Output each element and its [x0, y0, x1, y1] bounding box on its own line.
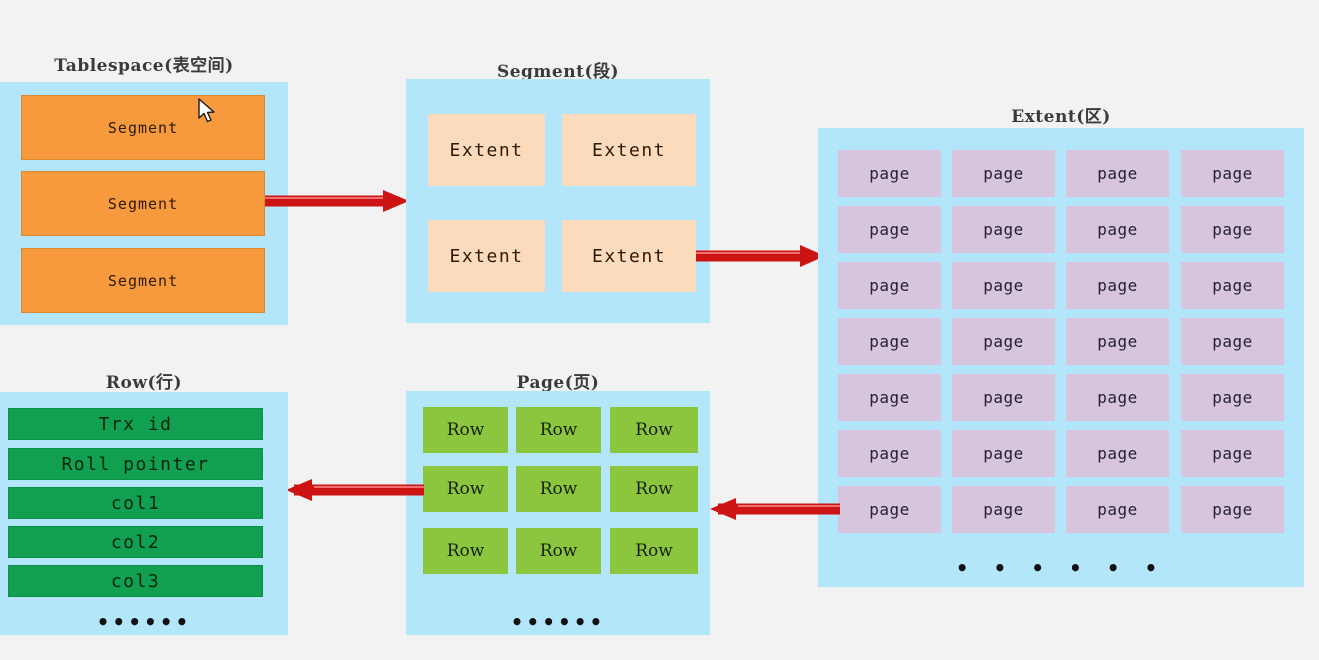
row-field-col3[interactable]: col3: [8, 565, 263, 597]
segment-extent-1[interactable]: Extent: [428, 114, 545, 186]
row-field-col1[interactable]: col1: [8, 487, 263, 519]
extent-page-cell[interactable]: page: [952, 374, 1055, 421]
tablespace-segment-1[interactable]: Segment: [21, 95, 265, 160]
extent-page-cell[interactable]: page: [1181, 430, 1284, 477]
segment-extent-3[interactable]: Extent: [428, 220, 545, 292]
extent-page-cell[interactable]: page: [952, 150, 1055, 197]
extent-page-cell[interactable]: page: [1066, 486, 1169, 533]
tablespace-segment-2[interactable]: Segment: [21, 171, 265, 236]
extent-page-cell[interactable]: page: [952, 262, 1055, 309]
extent-page-cell[interactable]: page: [1066, 150, 1169, 197]
page-row-cell[interactable]: Row: [610, 466, 698, 512]
segment-title: Segment(段): [496, 62, 620, 82]
extent-title: Extent(区): [1011, 107, 1111, 127]
extent-page-cell[interactable]: page: [1181, 374, 1284, 421]
extent-page-cell[interactable]: page: [952, 318, 1055, 365]
page-ellipsis: ••••••: [510, 610, 606, 634]
arrow-tablespace-to-segment: [265, 190, 409, 212]
page-row-cell[interactable]: Row: [516, 466, 601, 512]
extent-page-cell[interactable]: page: [838, 318, 941, 365]
extent-page-cell[interactable]: page: [838, 374, 941, 421]
extent-page-cell[interactable]: page: [838, 430, 941, 477]
row-title: Row(行): [105, 373, 183, 393]
extent-page-cell[interactable]: page: [952, 430, 1055, 477]
row-field-roll-pointer[interactable]: Roll pointer: [8, 448, 263, 480]
tablespace-segment-3[interactable]: Segment: [21, 248, 265, 313]
page-row-cell[interactable]: Row: [423, 407, 508, 453]
page-row-cell[interactable]: Row: [516, 407, 601, 453]
extent-page-cell[interactable]: page: [1181, 206, 1284, 253]
extent-page-cell[interactable]: page: [952, 206, 1055, 253]
extent-page-cell[interactable]: page: [1181, 318, 1284, 365]
row-ellipsis: ••••••: [96, 610, 192, 634]
page-row-cell[interactable]: Row: [423, 466, 508, 512]
tablespace-title: Tablespace(表空间): [54, 56, 234, 76]
extent-page-cell[interactable]: page: [838, 206, 941, 253]
extent-page-cell[interactable]: page: [838, 486, 941, 533]
row-field-trx-id[interactable]: Trx id: [8, 408, 263, 440]
extent-page-cell[interactable]: page: [1066, 206, 1169, 253]
page-row-cell[interactable]: Row: [423, 528, 508, 574]
arrow-page-to-row: [286, 479, 424, 501]
extent-page-cell[interactable]: page: [1066, 374, 1169, 421]
row-field-col2[interactable]: col2: [8, 526, 263, 558]
extent-page-cell[interactable]: page: [1066, 318, 1169, 365]
extent-page-cell[interactable]: page: [1066, 430, 1169, 477]
extent-page-cell[interactable]: page: [1066, 262, 1169, 309]
page-row-cell[interactable]: Row: [610, 407, 698, 453]
page-row-cell[interactable]: Row: [610, 528, 698, 574]
segment-extent-2[interactable]: Extent: [562, 114, 696, 186]
extent-page-cell[interactable]: page: [838, 262, 941, 309]
extent-page-cell[interactable]: page: [1181, 150, 1284, 197]
extent-ellipsis: • • • • • •: [955, 556, 1167, 580]
arrow-segment-to-extent: [696, 245, 825, 267]
extent-page-cell[interactable]: page: [838, 150, 941, 197]
page-row-cell[interactable]: Row: [516, 528, 601, 574]
extent-page-cell[interactable]: page: [1181, 262, 1284, 309]
segment-extent-4[interactable]: Extent: [562, 220, 696, 292]
extent-page-cell[interactable]: page: [952, 486, 1055, 533]
page-title: Page(页): [516, 373, 600, 393]
extent-page-cell[interactable]: page: [1181, 486, 1284, 533]
arrow-extent-to-page: [710, 498, 840, 520]
